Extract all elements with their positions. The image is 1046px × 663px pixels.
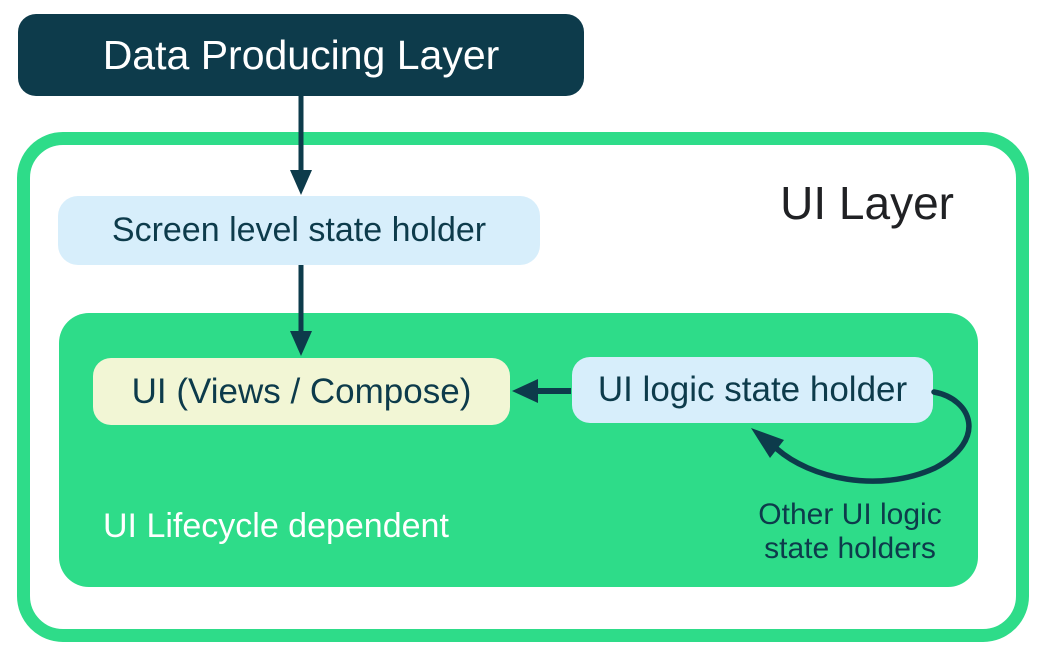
ui-layer-container: UI Layer Screen level state holder UI (V… — [17, 132, 1029, 642]
node-ui-logic-state-holder: UI logic state holder — [572, 357, 933, 423]
ui-layer-title: UI Layer — [780, 177, 954, 229]
node-screen-level-state-holder: Screen level state holder — [58, 196, 540, 265]
other-ui-logic-caption: Other UI logic state holders — [740, 498, 960, 566]
ui-views-compose-label: UI (Views / Compose) — [131, 371, 472, 411]
data-producing-layer-label: Data Producing Layer — [102, 31, 500, 78]
other-ui-logic-line2: state holders — [764, 532, 936, 565]
ui-logic-state-holder-label: UI logic state holder — [597, 370, 908, 409]
lifecycle-dependent-container: UI (Views / Compose) UI logic state hold… — [59, 313, 978, 587]
node-ui-views-compose: UI (Views / Compose) — [93, 358, 510, 425]
other-ui-logic-line1: Other UI logic — [758, 498, 942, 531]
screen-level-state-holder-label: Screen level state holder — [111, 211, 487, 249]
node-data-producing-layer: Data Producing Layer — [18, 14, 584, 96]
lifecycle-caption: UI Lifecycle dependent — [103, 507, 449, 545]
